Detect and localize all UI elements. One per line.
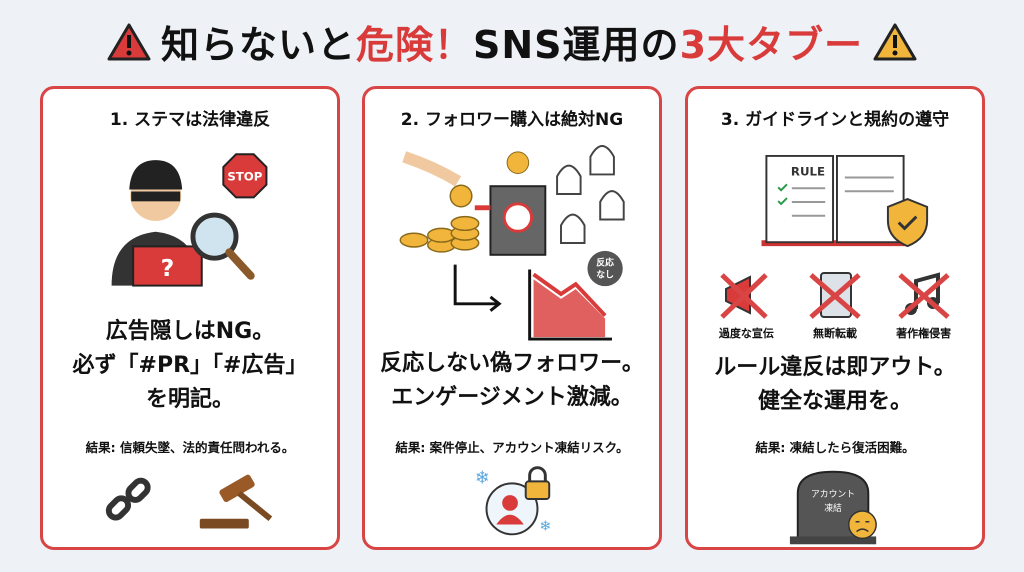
rule-label: RULE	[791, 165, 825, 179]
rule-book-illustration: RULE	[761, 154, 929, 248]
card-title: 1. ステマは法律違反	[109, 110, 271, 130]
main-line: 健全な運用を。	[757, 389, 912, 414]
broken-chain-icon	[105, 477, 151, 521]
declining-chart-icon	[528, 269, 612, 341]
warning-yellow-icon	[873, 23, 917, 60]
svg-text:STOP: STOP	[227, 170, 262, 184]
title-part3: SNS運用の	[473, 23, 680, 67]
main-line: 反応しない偽フォロワー。	[380, 351, 644, 376]
question-mark: ?	[161, 254, 175, 282]
main-line: 必ず「#PR」「#広告」	[72, 353, 308, 378]
warning-red-icon	[107, 23, 151, 60]
gavel-icon	[199, 474, 273, 529]
fake-followers-illustration: 反応 なし	[399, 145, 625, 341]
card-title: 3. ガイドラインと規約の遵守	[720, 110, 950, 130]
page-title: 知らないと危険！SNS運用の3大タブー	[0, 14, 1024, 69]
snowflake-icon: ❄	[539, 518, 551, 534]
taboo-unauthorized-repost: 無断転載	[805, 269, 865, 341]
svg-text:なし: なし	[596, 269, 614, 280]
svg-text:アカウント: アカウント	[811, 489, 855, 500]
ghost-icon	[556, 145, 625, 245]
main-line: ルール違反は即アウト。	[714, 355, 956, 380]
main-line: 広告隠しはNG。	[105, 319, 275, 344]
svg-text:凍結: 凍結	[824, 502, 842, 514]
main-line: を明記。	[145, 387, 234, 412]
taboo-excessive-promotion: 過度な宣伝	[716, 269, 776, 341]
taboo-copyright-infringement: 著作権侵害	[894, 269, 954, 341]
crossed-music-note-icon	[897, 272, 950, 319]
card-guidelines: 3. ガイドラインと規約の遵守 RULE 過度な宣伝 無断転載 著作権侵害 ルー…	[685, 86, 985, 550]
snowflake-icon: ❄	[475, 468, 490, 488]
card-title: 2. フォロワー購入は絶対NG	[400, 110, 624, 130]
tombstone-icon: アカウント 凍結	[789, 470, 877, 545]
result-text: 結果: 案件停止、アカウント凍結リスク。	[395, 440, 629, 455]
frozen-account-icon: ❄ ❄	[475, 466, 551, 536]
main-line: エンゲージメント激減。	[391, 385, 633, 410]
shield-check-icon	[886, 198, 929, 248]
title-part4: 3大タブー	[679, 23, 864, 67]
crossed-document-icon	[809, 272, 861, 319]
card-stealth-marketing: 1. ステマは法律違反 ? STOP 広告隠しはNG。 必ず「#PR」「#広告」…	[40, 86, 340, 550]
title-part2: 危険！	[356, 23, 474, 67]
coins-icon	[399, 184, 480, 253]
title-part1: 知らないと	[160, 23, 356, 67]
no-reaction-badge: 反応	[596, 257, 614, 269]
stop-sign-icon: STOP	[222, 153, 268, 199]
thief-illustration: ? STOP	[111, 153, 268, 287]
sad-face-icon	[847, 510, 877, 540]
lock-icon	[524, 466, 551, 501]
card-buying-followers: 2. フォロワー購入は絶対NG 反応 なし 反応しない偽フォロワー。 エンゲージ…	[362, 86, 662, 550]
result-text: 結果: 信頼失墜、法的責任問われる。	[85, 440, 295, 455]
result-text: 結果: 凍結したら復活困難。	[755, 440, 915, 455]
crossed-megaphone-icon	[720, 273, 769, 319]
broken-chain-and-gavel-icons	[105, 474, 273, 529]
